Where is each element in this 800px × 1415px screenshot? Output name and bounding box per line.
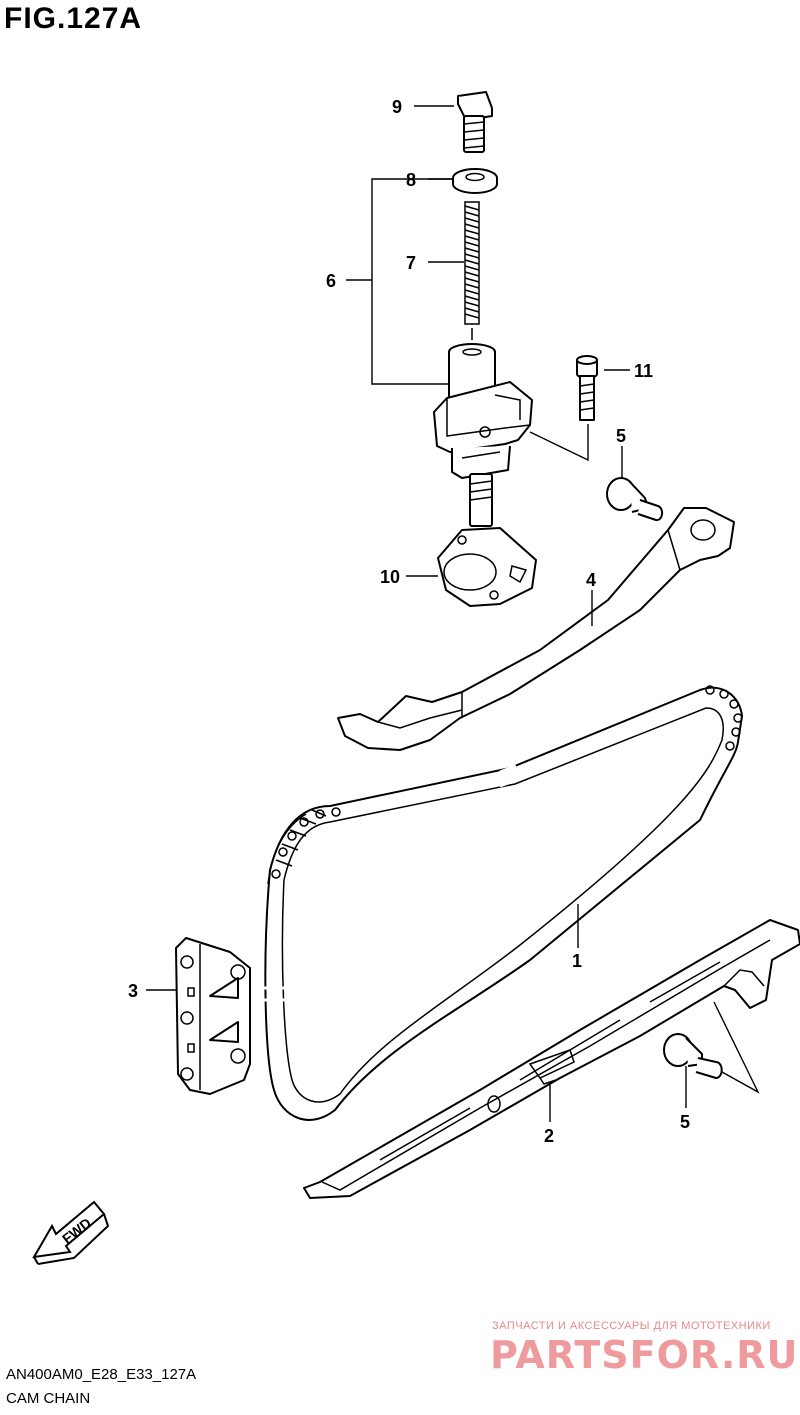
part-5-lower-bolt[interactable] [663,1033,723,1079]
callout-8: 8 [406,170,416,190]
part-10-gasket[interactable] [437,527,537,607]
callout-5-upper: 5 [616,426,626,446]
part-8-washer[interactable] [452,168,498,194]
callout-6: 6 [326,271,336,291]
part-5-upper-bolt[interactable] [606,477,664,522]
part-9-bolt[interactable] [457,91,493,153]
fwd-arrow-icon: FWD [32,1200,110,1265]
callout-7: 7 [406,253,416,273]
callout-3: 3 [128,981,138,1001]
leader-lines [146,105,760,1122]
diagram-code: AN400AM0_E28_E33_127A [6,1366,197,1383]
part-3-guide-plate[interactable] [175,937,251,1095]
watermark-tagline: ЗАПЧАСТИ И АКСЕССУАРЫ ДЛЯ МОТОТЕХНИКИ [492,1320,771,1332]
callout-1: 1 [572,951,582,971]
callout-5-lower: 5 [680,1112,690,1132]
watermark-logo: PARTSFOR.RU [490,1333,799,1377]
part-6-tensioner[interactable] [433,343,533,527]
part-2-lower-guide[interactable] [303,919,800,1199]
part-7-spring[interactable] [464,201,480,340]
callout-9: 9 [392,97,402,117]
diagram-name: CAM CHAIN [6,1390,91,1407]
callout-10: 10 [380,567,400,587]
part-11-bolt[interactable] [529,355,598,462]
figure-title: FIG.127A [4,2,143,35]
callout-2: 2 [544,1126,554,1146]
callout-11: 11 [634,361,653,381]
callout-4: 4 [586,570,596,590]
part-1-cam-chain[interactable] [263,685,743,1121]
part-4-chain-guide[interactable] [337,507,735,751]
